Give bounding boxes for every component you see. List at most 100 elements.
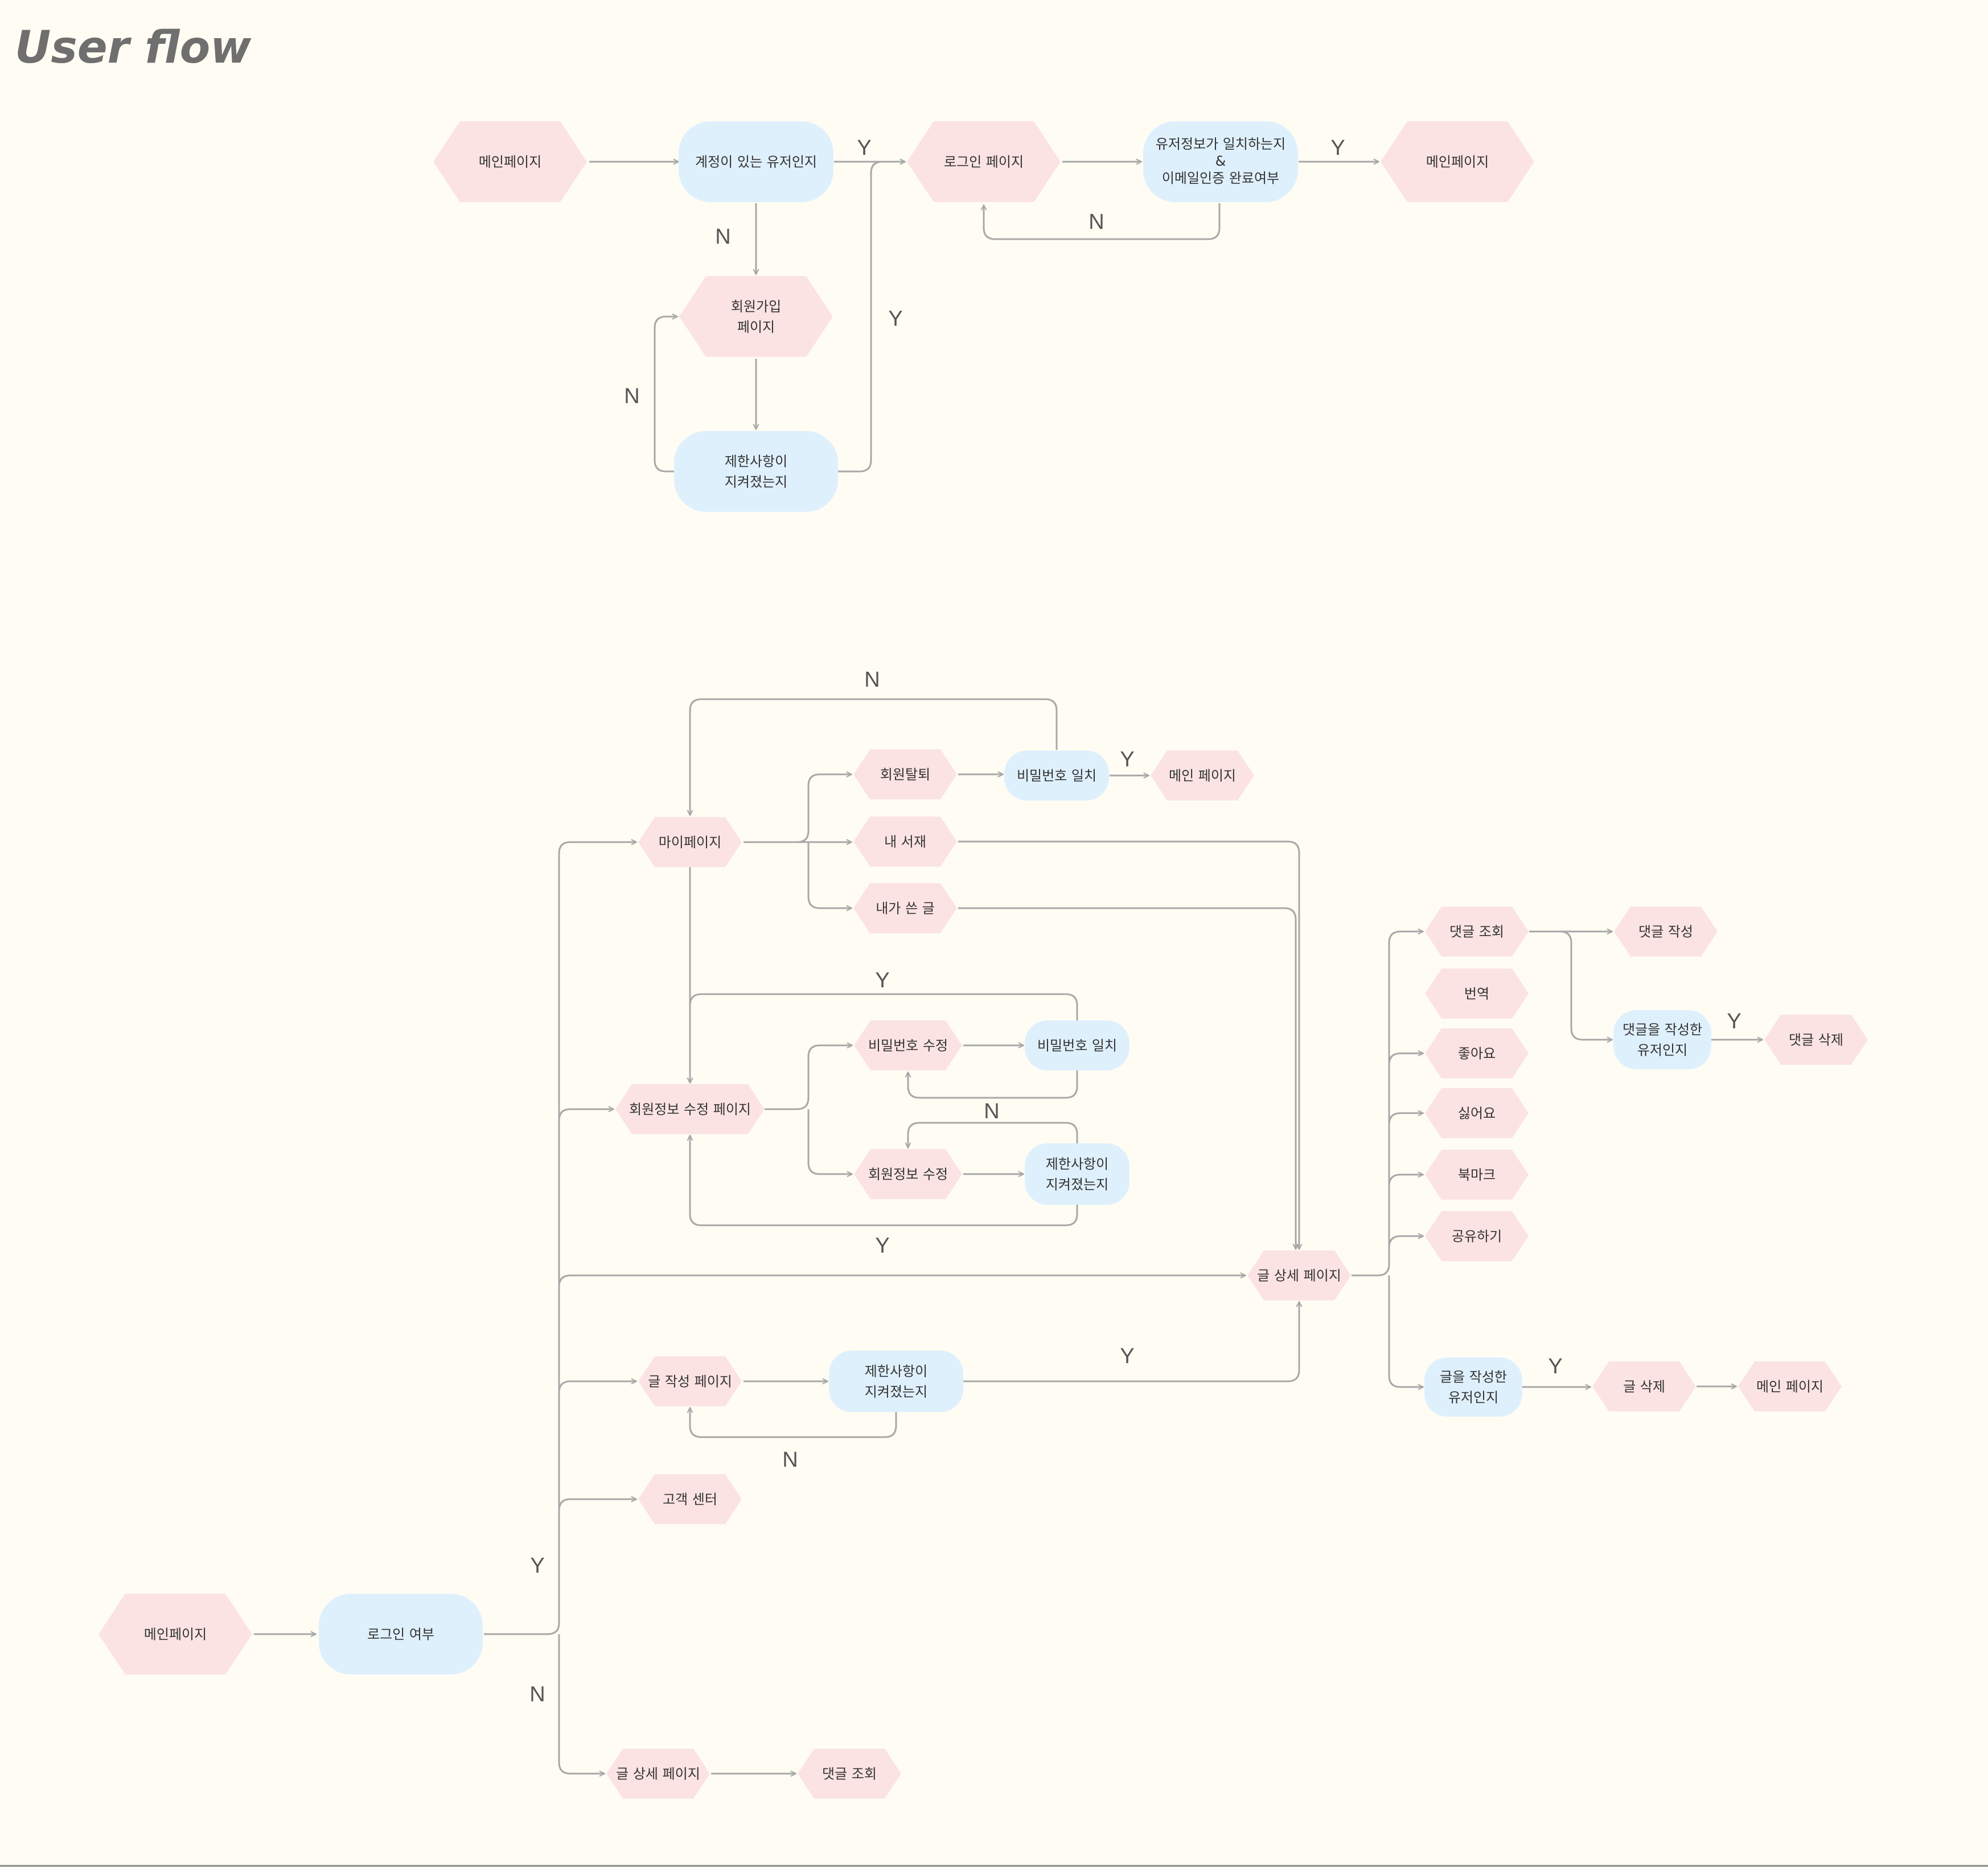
node-shape bbox=[606, 1749, 710, 1799]
node-shape bbox=[1764, 1015, 1868, 1065]
connector-arrow bbox=[908, 1070, 1078, 1099]
edge-label-yes: Y bbox=[1548, 1355, 1562, 1378]
node-label: 메인페이지 bbox=[1426, 154, 1489, 170]
node-label: 페이지 bbox=[737, 319, 775, 335]
node-shape bbox=[1425, 1150, 1529, 1200]
connector-arrow bbox=[765, 1045, 852, 1110]
flow-node-b-bookmark: 북마크 bbox=[1425, 1150, 1529, 1200]
node-shape bbox=[679, 121, 833, 202]
connector-arrow bbox=[958, 907, 1296, 1249]
flow-node-t-verify: 유저정보가 일치하는지&이메일인증 완료여부 bbox=[1143, 121, 1298, 202]
node-label: 마이페이지 bbox=[659, 835, 721, 851]
flow-node-b-editinfo: 회원정보 수정 페이지 bbox=[615, 1084, 765, 1134]
node-shape bbox=[1425, 1211, 1529, 1261]
node-label: 비밀번호 수정 bbox=[868, 1038, 948, 1054]
connector-arrow bbox=[558, 1381, 636, 1623]
edge-label-no: N bbox=[984, 1099, 999, 1123]
flow-node-t-main2: 메인페이지 bbox=[1381, 121, 1534, 202]
connector-arrow bbox=[690, 1408, 897, 1438]
flow-node-t-login: 로그인 페이지 bbox=[907, 121, 1061, 202]
flow-node-b-mainpage2: 메인 페이지 bbox=[1738, 1361, 1842, 1411]
edge-label-yes: Y bbox=[1120, 748, 1134, 772]
edge-label-no: N bbox=[1089, 210, 1104, 234]
node-label: 댓글 조회 bbox=[822, 1766, 877, 1782]
flow-node-b-mainpage1: 메인 페이지 bbox=[1151, 750, 1254, 801]
connector-arrow bbox=[958, 840, 1299, 1249]
node-label: 비밀번호 일치 bbox=[1037, 1038, 1117, 1054]
edge-label-yes: Y bbox=[875, 1234, 889, 1258]
flow-node-t-account: 계정이 있는 유저인지 bbox=[679, 121, 833, 202]
connector-arrow bbox=[690, 1135, 1078, 1226]
flow-node-b-pwmatch1: 비밀번호 일치 bbox=[1004, 750, 1109, 801]
node-shape bbox=[1425, 1088, 1529, 1138]
node-shape bbox=[1025, 1143, 1129, 1205]
node-label: 좋아요 bbox=[1458, 1046, 1496, 1062]
connector-arrow bbox=[690, 698, 1058, 815]
connector-arrow bbox=[558, 1275, 1246, 1623]
flow-node-b-write: 글 작성 페이지 bbox=[638, 1356, 742, 1406]
flow-node-b-login: 로그인 여부 bbox=[319, 1594, 483, 1675]
edge-label-yes: Y bbox=[1330, 136, 1345, 160]
flow-node-b-comment: 댓글 조회 bbox=[1425, 906, 1529, 957]
edge-label-no: N bbox=[782, 1448, 798, 1472]
node-shape bbox=[1738, 1361, 1842, 1411]
edge-label-no: N bbox=[529, 1683, 545, 1706]
node-label: 제한사항이 bbox=[865, 1364, 927, 1380]
flow-node-b-dislike: 싫어요 bbox=[1425, 1088, 1529, 1138]
flow-node-b-cdelete: 댓글 삭제 bbox=[1764, 1015, 1868, 1065]
node-shape bbox=[638, 817, 742, 867]
node-label: 유저인지 bbox=[1637, 1043, 1687, 1058]
connector-arrow bbox=[984, 203, 1221, 240]
connectors bbox=[254, 162, 1763, 1774]
connector-arrow bbox=[558, 1109, 614, 1623]
node-label: 지켜졌는지 bbox=[865, 1384, 927, 1400]
node-shape bbox=[853, 883, 957, 933]
node-shape bbox=[98, 1594, 252, 1675]
node-shape bbox=[854, 1020, 962, 1070]
node-shape bbox=[1425, 1028, 1529, 1078]
edge-label-no: N bbox=[624, 384, 639, 408]
flow-node-b-share: 공유하기 bbox=[1425, 1211, 1529, 1261]
node-label: 공유하기 bbox=[1452, 1229, 1502, 1245]
node-label: 유저정보가 일치하는지 bbox=[1156, 136, 1285, 152]
node-shape bbox=[1143, 121, 1298, 202]
edge-label-no: N bbox=[864, 668, 880, 692]
node-label: 내 서재 bbox=[884, 834, 926, 850]
connector-arrow bbox=[807, 1109, 852, 1174]
edge-label-yes: Y bbox=[888, 307, 902, 331]
node-label: 제한사항이 bbox=[725, 454, 787, 470]
node-shape bbox=[1613, 1010, 1711, 1069]
node-label: 메인페이지 bbox=[144, 1627, 207, 1643]
flow-node-b-delete: 글 삭제 bbox=[1592, 1361, 1696, 1411]
node-label: 댓글 작성 bbox=[1638, 924, 1693, 940]
node-shape bbox=[674, 431, 838, 512]
flow-node-b-library: 내 서재 bbox=[853, 816, 957, 867]
node-label: 내가 쓴 글 bbox=[876, 901, 935, 917]
node-label: 글 작성 페이지 bbox=[648, 1374, 732, 1390]
node-label: 글을 작성한 bbox=[1440, 1369, 1507, 1385]
flow-node-b-withdraw: 회원탈퇴 bbox=[853, 749, 957, 799]
edge-label-yes: Y bbox=[1120, 1344, 1134, 1368]
flow-node-b-postdetail2: 글 상세 페이지 bbox=[606, 1749, 710, 1799]
flow-node-b-main: 메인페이지 bbox=[98, 1594, 252, 1675]
connector-arrow bbox=[963, 1302, 1299, 1382]
connector-arrow bbox=[1352, 932, 1423, 1277]
flow-node-b-mypage: 마이페이지 bbox=[638, 817, 742, 867]
node-shape bbox=[1025, 1020, 1129, 1070]
node-shape bbox=[319, 1594, 483, 1675]
edge-label-yes: Y bbox=[1727, 1010, 1741, 1033]
node-shape bbox=[615, 1084, 765, 1134]
flow-node-b-cs: 고객 센터 bbox=[638, 1474, 742, 1524]
node-shape bbox=[853, 816, 957, 867]
node-label: 지켜졌는지 bbox=[725, 474, 787, 490]
node-shape bbox=[854, 1149, 962, 1199]
flow-node-b-comment2: 댓글 조회 bbox=[798, 1749, 901, 1799]
node-shape bbox=[829, 1351, 963, 1412]
nodes: 메인페이지 계정이 있는 유저인지 로그인 페이지 유저정보가 일치하는지&이메일인증… bbox=[98, 121, 1868, 1799]
node-label: 고객 센터 bbox=[663, 1492, 717, 1508]
